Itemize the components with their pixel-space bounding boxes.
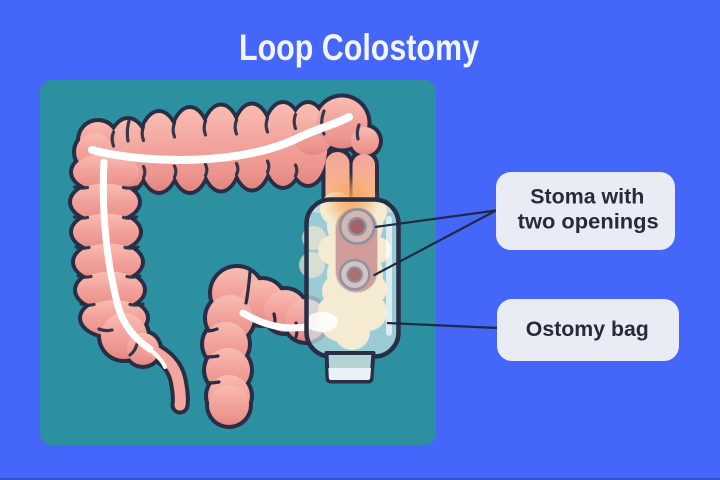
svg-text:two openings: two openings — [518, 211, 659, 234]
svg-text:Ostomy bag: Ostomy bag — [526, 318, 649, 341]
svg-text:Stoma with: Stoma with — [530, 185, 644, 208]
svg-text:Loop Colostomy: Loop Colostomy — [239, 27, 479, 68]
